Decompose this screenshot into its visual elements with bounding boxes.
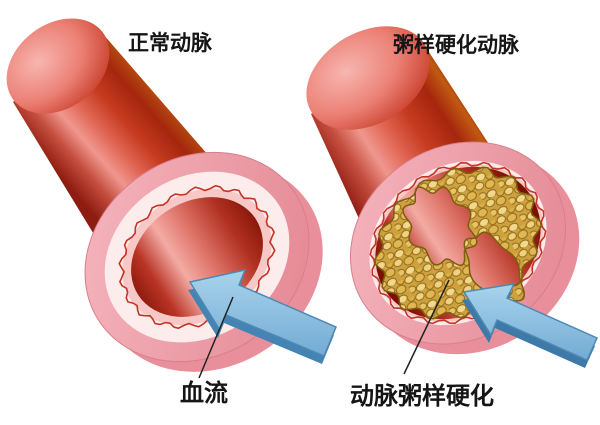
blood-flow-arrow: [462, 283, 598, 361]
plaque-deposit: [374, 166, 542, 320]
atherosclerotic-artery-diagram: 粥样硬化动脉 动脉粥样硬化: [306, 26, 598, 410]
intima-wavy-line: [118, 184, 276, 330]
blood-flow-label: 血流: [180, 379, 228, 407]
intima-wavy-line: [369, 161, 547, 325]
pointer-line: [198, 296, 234, 379]
normal-artery-title: 正常动脉: [128, 31, 213, 55]
artery-end-cap: [306, 26, 430, 130]
artery-end-cap: [6, 18, 110, 114]
cross-section: [349, 141, 580, 355]
atherosclerosis-label: 动脉粥样硬化: [350, 382, 494, 410]
normal-artery-diagram: 正常动脉 血流: [6, 18, 337, 407]
athero-artery-title: 粥样硬化动脉: [393, 33, 520, 57]
pointer-line: [403, 279, 450, 375]
